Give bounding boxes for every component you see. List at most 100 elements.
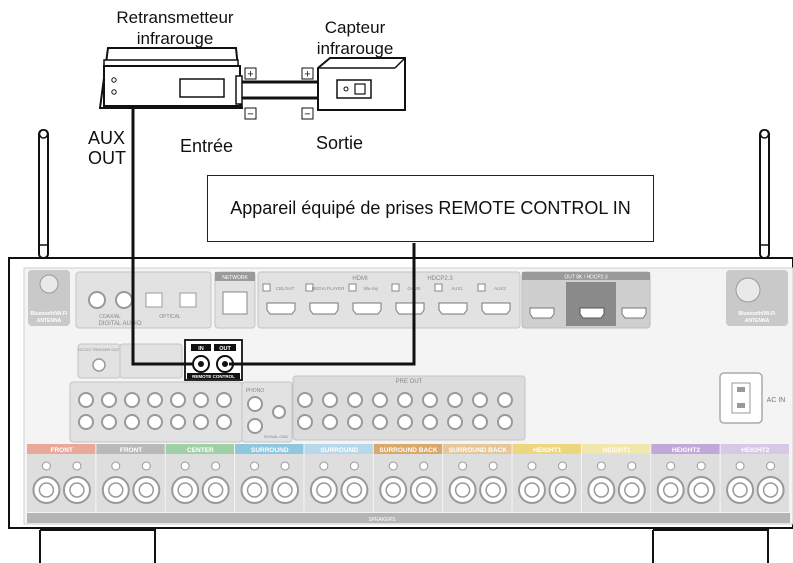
rca-jack xyxy=(193,414,209,430)
hdmi-port: AUX1 xyxy=(434,283,468,315)
hdmi-port-label: AUX1 xyxy=(451,286,463,291)
callout-text: Appareil équipé de prises REMOTE CONTROL… xyxy=(230,198,631,218)
rca-jack xyxy=(216,414,232,430)
antenna-left xyxy=(38,129,49,259)
left-antenna-caption: Bluetooth/Wi-Fi xyxy=(31,311,69,317)
pre-out-caption: PRE OUT xyxy=(396,379,423,385)
ir-transmitter-device xyxy=(98,47,244,109)
pre-out-jacks xyxy=(297,392,513,430)
speaker-section: CENTER xyxy=(165,444,235,512)
right-antenna-caption: Bluetooth/Wi-Fi xyxy=(739,311,777,317)
digital-audio-caption: DIGITAL AUDIO xyxy=(98,321,141,327)
av-receiver-back-panel: Bluetooth/Wi-Fi ANTENNA Bluetooth/Wi-Fi … xyxy=(8,257,793,529)
hdmi-port: MEDIA PLAYER xyxy=(305,283,345,315)
preout-jack xyxy=(497,392,513,408)
speaker-section-label: HEIGHT2 xyxy=(741,447,770,454)
ir-transmitter-label-line1: Retransmetteur xyxy=(116,8,234,27)
hdmi-port-label: AUX2 xyxy=(494,286,506,291)
preout-jack xyxy=(397,392,413,408)
hdcp-caption: HDCP2.3 xyxy=(427,276,453,282)
rca-jack xyxy=(216,392,232,408)
speaker-section: SURROUND BACK xyxy=(373,444,443,512)
antenna-right xyxy=(759,129,770,259)
receiver-feet xyxy=(39,529,769,563)
preout-jack xyxy=(447,414,463,430)
hdmi-port: CBL/SAT xyxy=(262,283,296,315)
speaker-section: HEIGHT1 xyxy=(512,444,581,512)
speaker-section: HEIGHT2 xyxy=(651,444,720,512)
rca-jack xyxy=(147,414,163,430)
rca-jack xyxy=(78,414,94,430)
hdmi-out-caption: OUT 8K / HDCP2.3 xyxy=(564,275,607,281)
coaxial-caption: COAXIAL xyxy=(99,314,121,320)
preout-jack xyxy=(322,414,338,430)
plus-output-mark: + xyxy=(304,69,310,81)
signal-gnd-caption: SIGNAL GND xyxy=(264,434,289,439)
hdmi-port: Blu-ray xyxy=(348,283,382,315)
rca-jack xyxy=(124,414,140,430)
speaker-section-label: FRONT xyxy=(120,447,142,454)
hdmi-port-label: Blu-ray xyxy=(364,286,379,291)
speaker-section-label: HEIGHT2 xyxy=(672,447,701,454)
preout-jack xyxy=(297,414,313,430)
preout-jack xyxy=(447,392,463,408)
speakers-bar xyxy=(27,513,790,523)
speaker-section: HEIGHT1 xyxy=(581,444,651,512)
output-label: Sortie xyxy=(316,133,364,153)
phono-caption: PHONO xyxy=(246,388,264,394)
remote-in-caption: IN xyxy=(198,346,204,352)
preout-jack xyxy=(422,392,438,408)
speaker-section-label: HEIGHT1 xyxy=(533,447,562,454)
preout-jack xyxy=(422,414,438,430)
speaker-section: SURROUND xyxy=(235,444,304,512)
minus-input-mark: − xyxy=(247,109,253,121)
preout-jack xyxy=(497,414,513,430)
input-label: Entrée xyxy=(180,136,234,156)
speaker-section-label: SURROUND BACK xyxy=(379,447,437,454)
hdmi-port: AUX2 xyxy=(477,283,511,315)
plus-input-mark: + xyxy=(247,69,253,81)
preout-jack xyxy=(322,392,338,408)
left-antenna-caption2: ANTENNA xyxy=(37,318,62,324)
preout-jack xyxy=(297,392,313,408)
ir-sensor-device xyxy=(317,57,406,111)
ir-sensor-label-line2: infrarouge xyxy=(316,39,394,58)
optical-caption: OPTICAL xyxy=(159,314,181,320)
rca-jack xyxy=(193,392,209,408)
rca-jack xyxy=(78,392,94,408)
ir-transmitter-label: Retransmetteur infrarouge xyxy=(95,7,255,49)
right-antenna-caption2: ANTENNA xyxy=(745,318,770,324)
ir-transmitter-label-line2: infrarouge xyxy=(136,29,214,48)
speaker-terminals: FRONT FRONT CENTER SURROUND SURROUND SURROUND… xyxy=(27,444,790,523)
connection-cables xyxy=(131,108,416,366)
ir-sensor-label-line1: Capteur xyxy=(324,18,386,37)
network-caption: NETWORK xyxy=(222,275,248,281)
speakers-caption: SPEAKERS xyxy=(369,517,397,523)
preout-jack xyxy=(347,392,363,408)
preout-jack xyxy=(472,392,488,408)
speaker-section-label: SURROUND xyxy=(320,447,358,454)
rca-jack xyxy=(101,392,117,408)
ac-in-caption: AC IN xyxy=(767,397,786,404)
preout-jack xyxy=(347,414,363,430)
callout-box: Appareil équipé de prises REMOTE CONTROL… xyxy=(207,175,654,242)
speaker-section-label: FRONT xyxy=(50,447,72,454)
speaker-section-label: CENTER xyxy=(187,447,214,454)
aux-out-label-line2: OUT xyxy=(88,148,126,168)
rca-jack xyxy=(170,414,186,430)
aux-out-label-line1: AUX xyxy=(88,128,126,148)
ir-sensor-label: Capteur infrarouge xyxy=(295,17,415,59)
polarity-marks: + − + − xyxy=(244,67,314,121)
rca-jack xyxy=(101,414,117,430)
remote-control-caption: REMOTE CONTROL xyxy=(192,374,235,379)
remote-out-caption: OUT xyxy=(219,346,231,352)
trigger-caption: DC12V TRIGGER OUT xyxy=(78,347,120,352)
speaker-section-label: SURROUND BACK xyxy=(449,447,507,454)
speaker-section: FRONT xyxy=(27,444,96,512)
analog-audio-jacks xyxy=(78,392,232,430)
remote-control-jacks: IN OUT REMOTE CONTROL xyxy=(184,339,243,381)
speaker-section-label: SURROUND xyxy=(251,447,289,454)
